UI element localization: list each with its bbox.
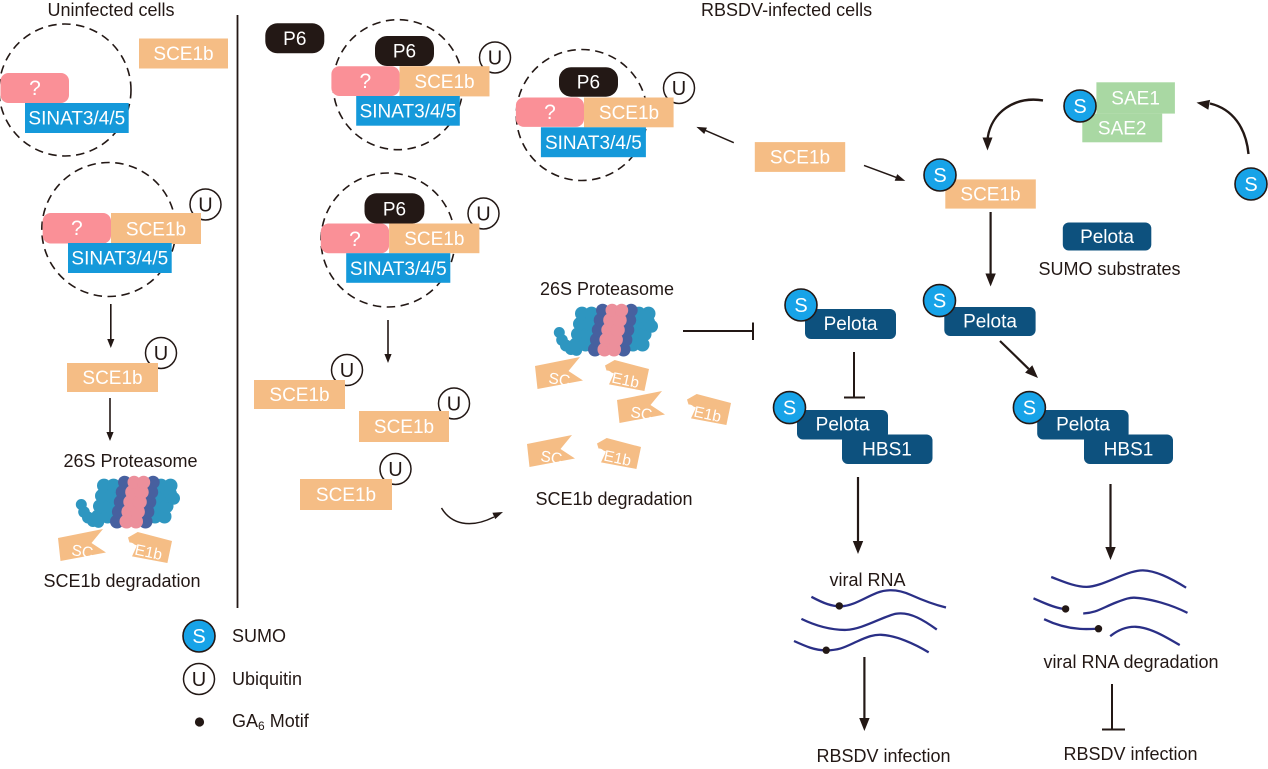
svg-text:SCE1b: SCE1b bbox=[269, 385, 329, 406]
svg-text:P6: P6 bbox=[393, 42, 416, 63]
svg-text:?: ? bbox=[544, 101, 556, 124]
svg-text:SCE1b: SCE1b bbox=[82, 368, 142, 389]
svg-text:?: ? bbox=[349, 228, 361, 251]
svg-text:SCE1b: SCE1b bbox=[770, 148, 830, 169]
svg-text:viral RNA: viral RNA bbox=[829, 570, 905, 590]
svg-text:26S Proteasome: 26S Proteasome bbox=[63, 451, 197, 471]
svg-text:HBS1: HBS1 bbox=[1104, 440, 1154, 461]
svg-text:SCE1b: SCE1b bbox=[404, 229, 464, 250]
svg-text:SINAT3/4/5: SINAT3/4/5 bbox=[28, 109, 125, 130]
svg-text:RBSDV infection: RBSDV infection bbox=[816, 746, 950, 766]
svg-text:GA6 Motif: GA6 Motif bbox=[232, 711, 310, 733]
svg-text:Ubiquitin: Ubiquitin bbox=[232, 669, 302, 689]
svg-text:RBSDV-infected cells: RBSDV-infected cells bbox=[701, 0, 872, 20]
svg-text:HBS1: HBS1 bbox=[862, 440, 912, 461]
svg-text:viral RNA degradation: viral RNA degradation bbox=[1043, 652, 1218, 672]
svg-text:Pelota: Pelota bbox=[963, 312, 1017, 333]
svg-text:P6: P6 bbox=[383, 199, 406, 220]
svg-text:SAE1: SAE1 bbox=[1111, 89, 1160, 110]
svg-text:Pelota: Pelota bbox=[816, 415, 870, 436]
svg-text:P6: P6 bbox=[283, 29, 306, 50]
svg-text:P6: P6 bbox=[577, 73, 600, 94]
svg-text:Uninfected cells: Uninfected cells bbox=[47, 0, 174, 20]
svg-text:?: ? bbox=[29, 77, 41, 100]
svg-text:SCE1b: SCE1b bbox=[374, 417, 434, 438]
svg-text:SCE1b: SCE1b bbox=[126, 219, 186, 240]
svg-text:SINAT3/4/5: SINAT3/4/5 bbox=[71, 249, 168, 270]
svg-text:SCE1b degradation: SCE1b degradation bbox=[535, 489, 692, 509]
svg-text:26S Proteasome: 26S Proteasome bbox=[540, 279, 674, 299]
svg-text:SAE2: SAE2 bbox=[1098, 119, 1147, 140]
svg-text:Pelota: Pelota bbox=[824, 314, 878, 335]
svg-text:?: ? bbox=[360, 70, 372, 93]
svg-text:SCE1b: SCE1b bbox=[414, 72, 474, 93]
svg-text:Pelota: Pelota bbox=[1080, 227, 1134, 248]
svg-text:Pelota: Pelota bbox=[1056, 415, 1110, 436]
svg-text:RBSDV infection: RBSDV infection bbox=[1063, 744, 1197, 764]
svg-text:SCE1b degradation: SCE1b degradation bbox=[43, 571, 200, 591]
svg-text:SINAT3/4/5: SINAT3/4/5 bbox=[545, 133, 642, 154]
svg-text:SINAT3/4/5: SINAT3/4/5 bbox=[350, 259, 447, 280]
svg-text:SCE1b: SCE1b bbox=[316, 485, 376, 506]
svg-text:SCE1b: SCE1b bbox=[153, 44, 213, 65]
svg-text:SUMO: SUMO bbox=[232, 626, 286, 646]
svg-text:?: ? bbox=[71, 217, 83, 240]
svg-text:SCE1b: SCE1b bbox=[960, 185, 1020, 206]
svg-text:SINAT3/4/5: SINAT3/4/5 bbox=[360, 102, 457, 123]
svg-text:SCE1b: SCE1b bbox=[599, 103, 659, 124]
svg-text:SUMO substrates: SUMO substrates bbox=[1038, 259, 1180, 279]
